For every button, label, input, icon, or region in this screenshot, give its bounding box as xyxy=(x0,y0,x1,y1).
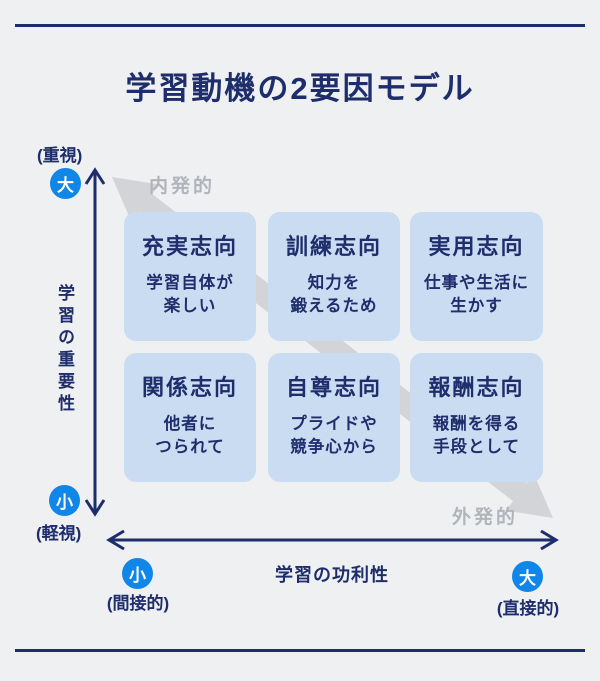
bottom-divider xyxy=(15,649,585,652)
matrix-cell-training: 訓練志向 知力を 鍛えるため xyxy=(268,212,400,341)
cell-title: 訓練志向 xyxy=(285,234,382,259)
cell-description: 知力を 鍛えるため xyxy=(290,274,378,316)
cell-title: 実用志向 xyxy=(428,234,525,259)
x-axis-title: 学習の功利性 xyxy=(275,565,389,585)
top-divider xyxy=(15,24,585,27)
matrix-cell-fulfillment: 充実志向 学習自体が 楽しい xyxy=(124,212,256,341)
cell-title: 報酬志向 xyxy=(428,375,525,400)
y-axis-min-paren: (軽視) xyxy=(36,524,82,543)
y-axis-min-circle: 小 xyxy=(49,485,80,516)
intrinsic-label: 内発的 xyxy=(149,176,216,197)
matrix-cell-reward: 報酬志向 報酬を得る 手段として xyxy=(410,353,543,482)
cell-description: 仕事や生活に 生かす xyxy=(424,274,529,316)
cell-title: 充実志向 xyxy=(141,234,238,259)
cell-description: プライドや 競争心から xyxy=(290,415,378,457)
cell-title: 自尊志向 xyxy=(285,375,382,400)
x-axis-min-circle: 小 xyxy=(122,558,153,589)
y-axis-max-circle: 大 xyxy=(50,168,81,199)
matrix-cell-self-esteem: 自尊志向 プライドや 競争心から xyxy=(268,353,400,482)
y-axis-title: 学習の重要性 xyxy=(55,284,74,416)
cell-description: 他者に つられて xyxy=(155,415,225,457)
y-axis-arrow xyxy=(84,167,106,517)
extrinsic-label: 外発的 xyxy=(452,507,519,528)
cell-title: 関係志向 xyxy=(141,375,238,400)
matrix-cell-practical: 実用志向 仕事や生活に 生かす xyxy=(410,212,543,341)
x-axis-arrow xyxy=(106,529,559,551)
x-axis-max-paren: (直接的) xyxy=(496,599,560,618)
y-axis-max-paren: (重視) xyxy=(37,146,83,165)
x-axis-min-paren: (間接的) xyxy=(106,594,170,613)
page-title: 学習動機の2要因モデル xyxy=(125,71,475,106)
x-axis-max-circle: 大 xyxy=(512,561,543,592)
cell-description: 報酬を得る 手段として xyxy=(432,415,521,457)
matrix-cell-relationship: 関係志向 他者に つられて xyxy=(124,353,256,482)
cell-description: 学習自体が 楽しい xyxy=(146,274,234,316)
